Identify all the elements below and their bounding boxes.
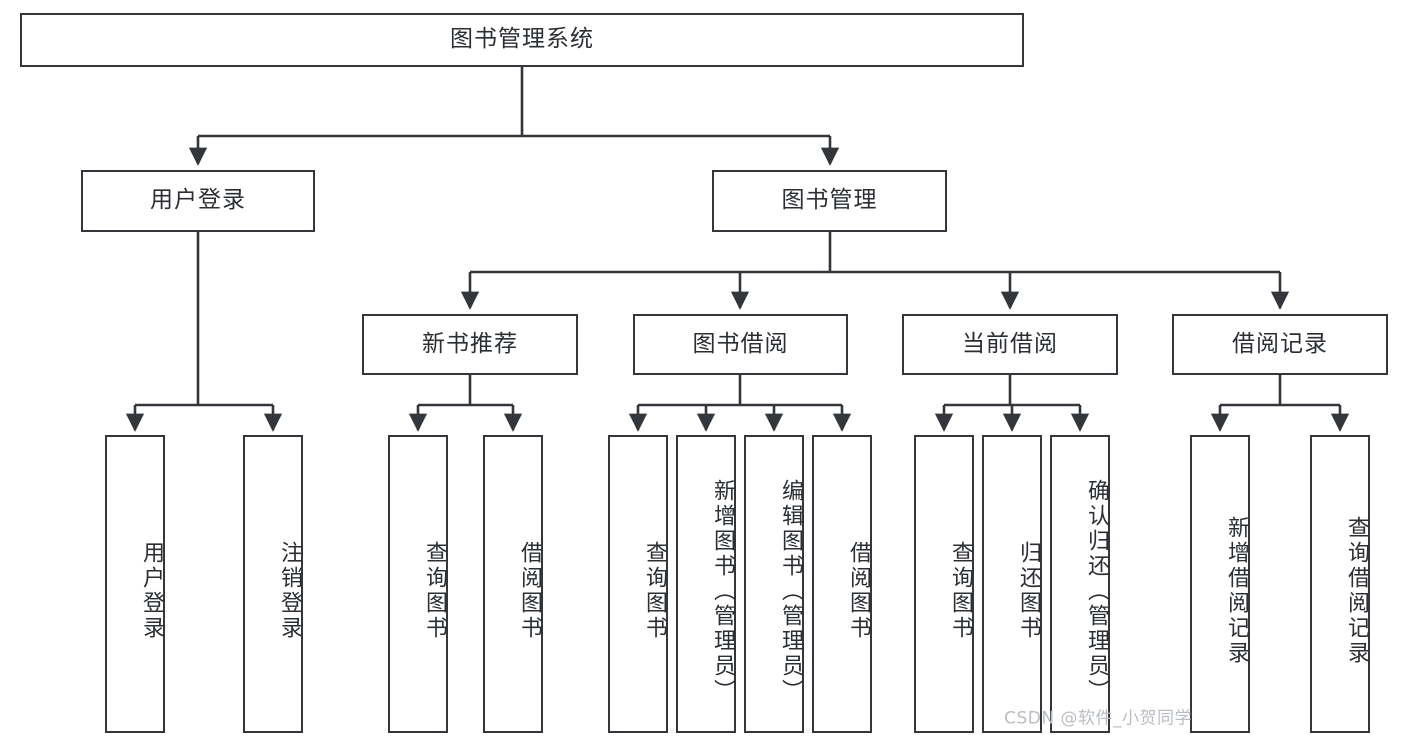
- leaf-query-book-3[interactable]: 查询图书: [914, 435, 974, 733]
- leaf-edit-book[interactable]: 编辑图书（管理员）: [744, 435, 804, 733]
- leaf-query-record[interactable]: 查询借阅记录: [1310, 435, 1370, 733]
- node-borrow-record[interactable]: 借阅记录: [1172, 314, 1388, 375]
- leaf-query-book-2-label: 查询图书: [642, 541, 667, 641]
- csdn-watermark: CSDN @软件_小贺同学: [1004, 708, 1192, 729]
- leaf-query-record-label: 查询借阅记录: [1344, 516, 1369, 666]
- leaf-query-book-2[interactable]: 查询图书: [608, 435, 668, 733]
- leaf-query-book-3-label: 查询图书: [948, 541, 973, 641]
- leaf-logout-label: 注销登录: [277, 541, 302, 641]
- node-user-login[interactable]: 用户登录: [81, 170, 315, 232]
- leaf-confirm-return[interactable]: 确认归还（管理员）: [1050, 435, 1110, 733]
- leaf-logout[interactable]: 注销登录: [243, 435, 303, 733]
- leaf-add-record[interactable]: 新增借阅记录: [1190, 435, 1250, 733]
- leaf-return-book[interactable]: 归还图书: [982, 435, 1042, 733]
- leaf-user-login-label: 用户登录: [139, 541, 164, 641]
- leaf-add-record-label: 新增借阅记录: [1224, 516, 1249, 666]
- node-book-manage[interactable]: 图书管理: [712, 170, 947, 232]
- node-book-borrow[interactable]: 图书借阅: [633, 314, 848, 375]
- node-root-label: 图书管理系统: [450, 26, 594, 53]
- leaf-edit-book-label: 编辑图书（管理员）: [778, 478, 803, 704]
- node-user-login-label: 用户登录: [150, 187, 246, 214]
- leaf-borrow-book-2-label: 借阅图书: [846, 541, 871, 641]
- leaf-user-login[interactable]: 用户登录: [105, 435, 165, 733]
- node-book-borrow-label: 图书借阅: [692, 330, 789, 357]
- node-new-book-recommend-label: 新书推荐: [422, 330, 518, 357]
- node-borrow-record-label: 借阅记录: [1232, 330, 1328, 357]
- node-new-book-recommend[interactable]: 新书推荐: [362, 314, 578, 375]
- leaf-confirm-return-label: 确认归还（管理员）: [1084, 478, 1109, 704]
- leaf-query-book-1-label: 查询图书: [422, 541, 447, 641]
- node-current-borrow[interactable]: 当前借阅: [902, 314, 1118, 375]
- node-book-manage-label: 图书管理: [781, 187, 878, 214]
- leaf-add-book-label: 新增图书（管理员）: [710, 478, 735, 704]
- leaf-return-book-label: 归还图书: [1016, 541, 1041, 641]
- leaf-add-book[interactable]: 新增图书（管理员）: [676, 435, 736, 733]
- leaf-borrow-book-1[interactable]: 借阅图书: [483, 435, 543, 733]
- node-current-borrow-label: 当前借阅: [962, 330, 1058, 357]
- leaf-query-book-1[interactable]: 查询图书: [388, 435, 448, 733]
- node-root[interactable]: 图书管理系统: [20, 13, 1024, 67]
- leaf-borrow-book-2[interactable]: 借阅图书: [812, 435, 872, 733]
- leaf-borrow-book-1-label: 借阅图书: [517, 541, 542, 641]
